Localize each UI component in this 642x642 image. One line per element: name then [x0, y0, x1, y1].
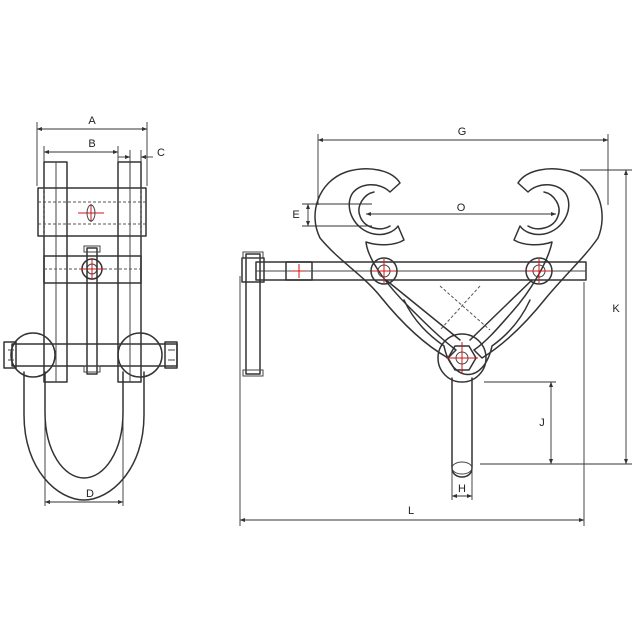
front-view: G O E K J H [239, 126, 632, 526]
dim-j: J [484, 381, 556, 465]
dim-g: G [317, 126, 609, 205]
dim-k: K [480, 169, 632, 465]
label-j: J [539, 417, 545, 429]
top-crossbar [37, 187, 147, 237]
tie-rod [86, 247, 98, 375]
shackle-ear-left [10, 332, 56, 378]
dim-l: L [239, 276, 585, 526]
label-d: D [86, 488, 94, 500]
bolt-head [3, 341, 17, 369]
shackle-bow-inner [44, 371, 124, 479]
shackle-bolt [11, 343, 178, 367]
dim-c: C [118, 147, 165, 186]
handle-center-mark [292, 264, 306, 278]
dim-e: E [292, 203, 372, 227]
left-jaw [314, 168, 457, 359]
body-plate [403, 299, 531, 376]
label-a: A [88, 115, 96, 127]
pivot-right [525, 257, 553, 285]
dim-b: B [43, 138, 119, 186]
dim-o: O [365, 202, 557, 217]
handle-rod [245, 253, 261, 375]
dim-a: A [36, 115, 148, 186]
label-k: K [612, 303, 620, 315]
label-l: L [408, 505, 414, 517]
left-jaw-tip [358, 191, 391, 230]
link-left [385, 279, 461, 341]
bolt-nut [164, 341, 178, 369]
label-h: H [458, 483, 466, 495]
right-jaw-tip [527, 191, 560, 230]
pivot-left [370, 257, 398, 285]
label-o: O [457, 202, 466, 214]
side-view: A B C D [3, 115, 178, 506]
dim-h: H [451, 470, 473, 500]
label-b: B [88, 138, 95, 150]
label-c: C [157, 147, 165, 159]
top-center-mark [78, 204, 104, 222]
right-jaw [473, 168, 603, 359]
link-right [469, 279, 533, 341]
dim-d: D [44, 420, 124, 506]
main-hex-nut [437, 333, 487, 383]
shackle-bow [23, 371, 145, 501]
label-g: G [458, 126, 467, 138]
shackle-ear-right [117, 332, 163, 378]
label-e: E [292, 209, 299, 221]
